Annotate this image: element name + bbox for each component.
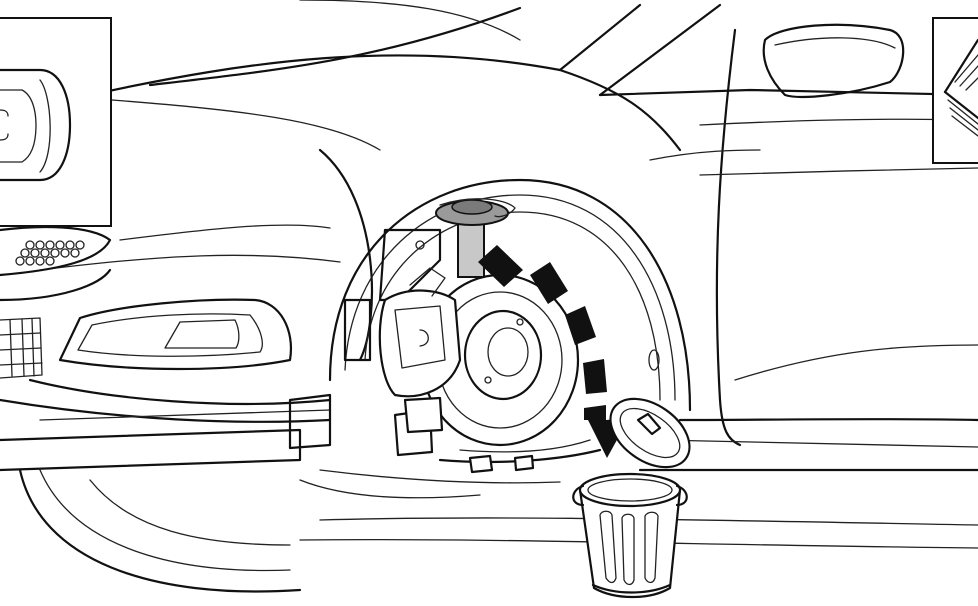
wheel-arch — [328, 178, 692, 412]
manual-book-inset — [932, 17, 978, 164]
headlamp-mesh — [0, 225, 112, 277]
shock-absorber — [435, 198, 516, 278]
manual-book-icon — [943, 38, 978, 137]
trash-bin-icon — [572, 397, 691, 599]
curved-dashed-arrow-icon — [478, 245, 629, 458]
car-top-view-icon — [0, 68, 72, 182]
tyre — [0, 409, 561, 593]
car-body — [39, 0, 978, 549]
car-top-view-inset — [0, 17, 112, 227]
front-bumper — [0, 225, 332, 423]
grille — [0, 317, 43, 379]
brake-assembly — [288, 228, 602, 474]
brake-caliper — [378, 289, 462, 398]
